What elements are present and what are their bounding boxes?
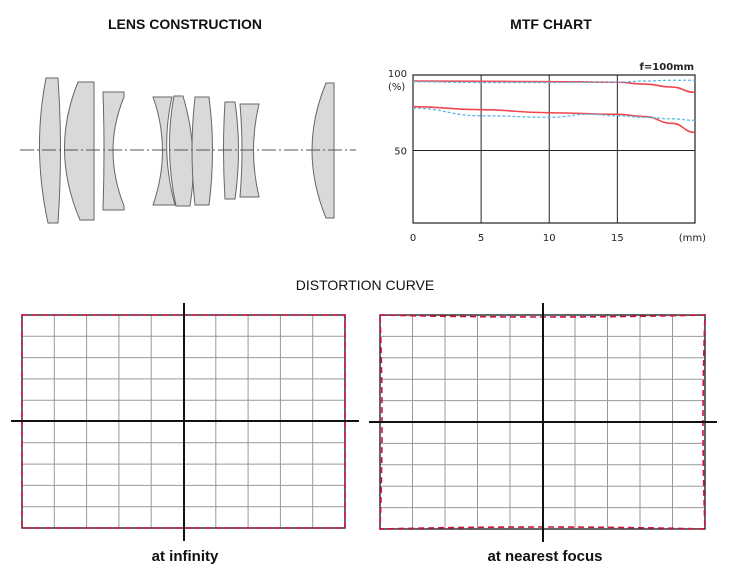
y-tick-label: 50	[394, 147, 407, 158]
x-tick-label: 10	[543, 233, 556, 244]
lens-element-2	[64, 81, 95, 221]
distortion-grid-infinity	[11, 303, 359, 541]
lens-element-5	[168, 95, 194, 207]
lens-element-4	[152, 96, 176, 206]
mtf-series-red-high	[412, 80, 696, 94]
distortion-curve-title: DISTORTION CURVE	[295, 277, 435, 293]
caption-at-nearest-focus: at nearest focus	[487, 548, 603, 565]
x-tick-label: 15	[611, 233, 624, 244]
distortion-grid-nearest-focus	[369, 303, 717, 542]
distortion-curve-frame	[379, 314, 706, 530]
lens-construction-diagram	[20, 77, 356, 224]
x-axis-unit-label: (mm)	[679, 233, 706, 244]
x-tick-label: 0	[410, 233, 416, 244]
caption-at-infinity: at infinity	[151, 548, 219, 565]
mtf-focal-length-annotation: f=100mm	[640, 62, 694, 73]
mtf-chart: f=100mm (mm) (%) 0 5 10 15 100 50	[388, 62, 706, 244]
y-tick-label: 100	[388, 69, 407, 80]
mtf-chart-title: MTF CHART	[510, 16, 592, 32]
lens-element-6	[191, 96, 213, 206]
x-tick-label: 5	[478, 233, 484, 244]
lens-element-3	[102, 91, 125, 211]
mtf-series-blue-low	[412, 107, 696, 121]
distortion-curve-frame	[21, 314, 346, 529]
y-axis-unit-label: (%)	[388, 82, 405, 93]
lens-construction-title: LENS CONSTRUCTION	[108, 16, 262, 32]
mtf-series-red-low	[412, 105, 696, 134]
mtf-plot-frame	[412, 74, 696, 224]
